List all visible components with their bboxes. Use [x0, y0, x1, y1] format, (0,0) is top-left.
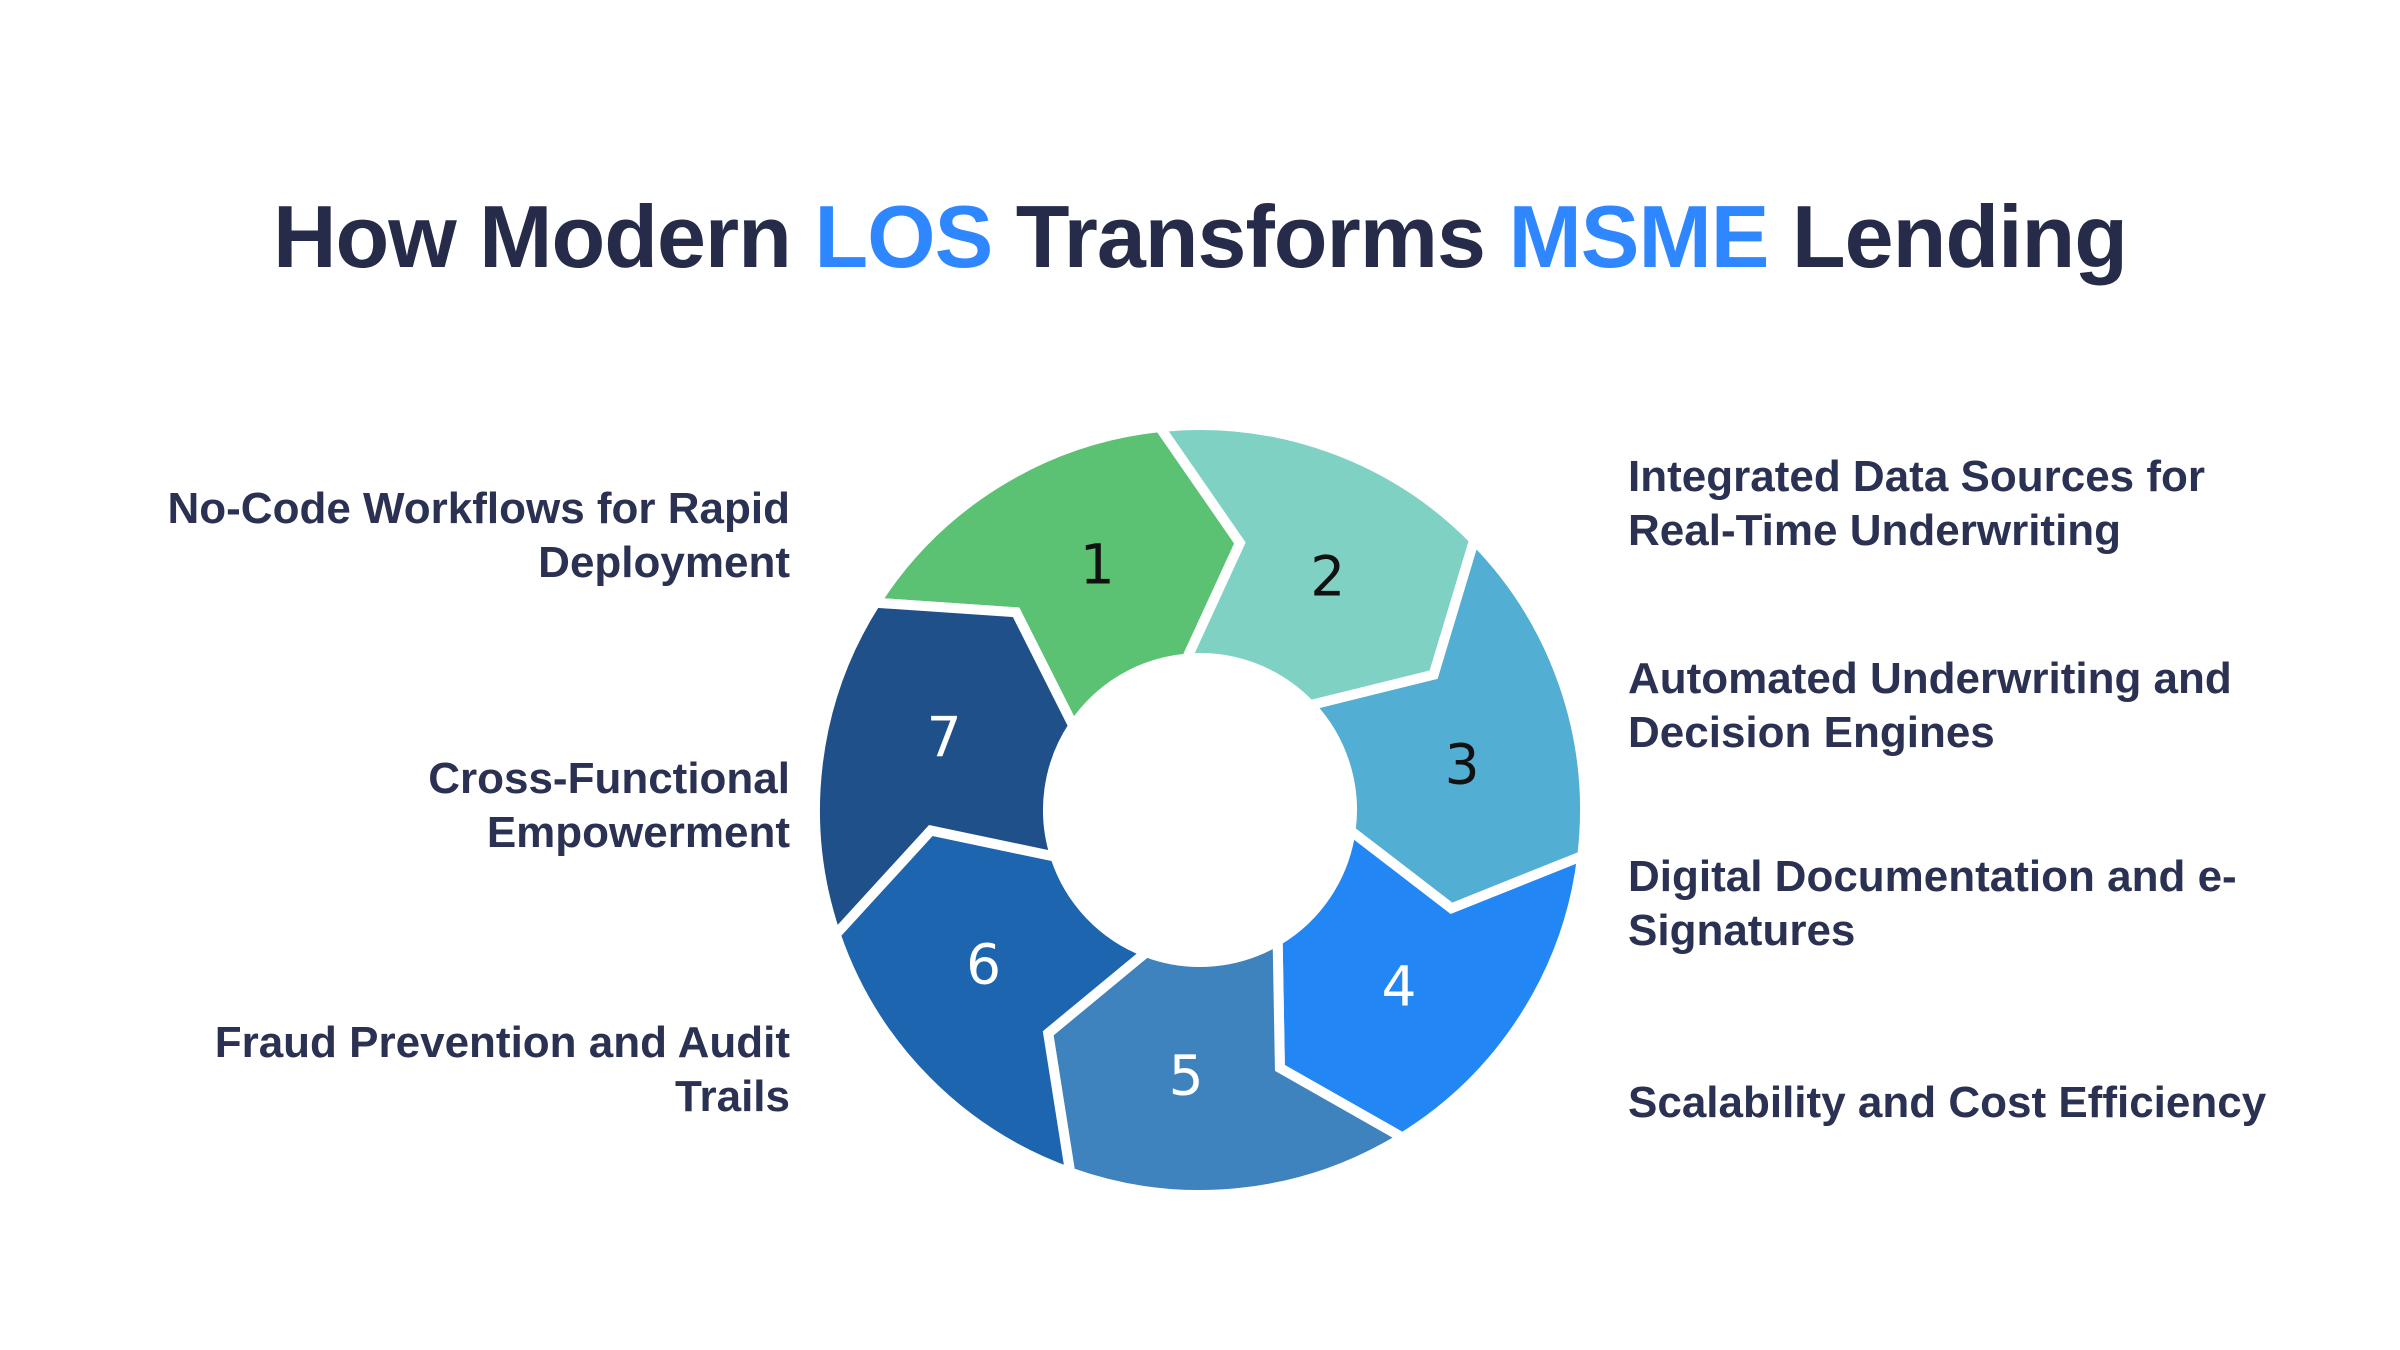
- segment-number-1: 1: [1080, 533, 1115, 597]
- label-scalability: Scalability and Cost Efficiency: [1628, 1078, 2267, 1127]
- title-part: Transforms: [992, 187, 1509, 286]
- title-part: MSME: [1508, 187, 1769, 286]
- segment-number-4: 4: [1382, 955, 1417, 1019]
- title-part: LOS: [814, 187, 993, 286]
- wheel-segment-7: [809, 597, 1080, 945]
- segment-number-3: 3: [1445, 733, 1480, 797]
- wheel-segment-2: [1150, 420, 1480, 711]
- label-cross-functional: Cross-Functional Empowerment: [428, 754, 790, 857]
- wheel-segment-5: [1042, 931, 1413, 1200]
- label-fraud-prevention: Fraud Prevention and Audit Trails: [214, 1018, 790, 1121]
- segment-number-2: 2: [1310, 545, 1345, 609]
- wheel-segment-4: [1272, 821, 1589, 1144]
- wheel-segment-6: [829, 825, 1157, 1180]
- label-automated-underwriting: Automated Underwriting and Decision Engi…: [1628, 654, 2232, 757]
- label-no-code-workflows: No-Code Workflows for Rapid Deployment: [167, 484, 790, 587]
- wheel-segment-1: [866, 421, 1246, 736]
- segment-number-6: 6: [966, 933, 1001, 997]
- page-title: How Modern LOS Transforms MSME Lending: [0, 186, 2400, 287]
- title-part: How Modern: [272, 187, 815, 286]
- label-integrated-data: Integrated Data Sources for Real-Time Un…: [1628, 452, 2206, 555]
- wheel-segment-3: [1300, 530, 1591, 915]
- title-part: Lending: [1768, 187, 2128, 286]
- segment-number-5: 5: [1169, 1044, 1204, 1108]
- label-digital-documentation: Digital Documentation and e- Signatures: [1628, 852, 2237, 955]
- segment-number-7: 7: [927, 705, 962, 769]
